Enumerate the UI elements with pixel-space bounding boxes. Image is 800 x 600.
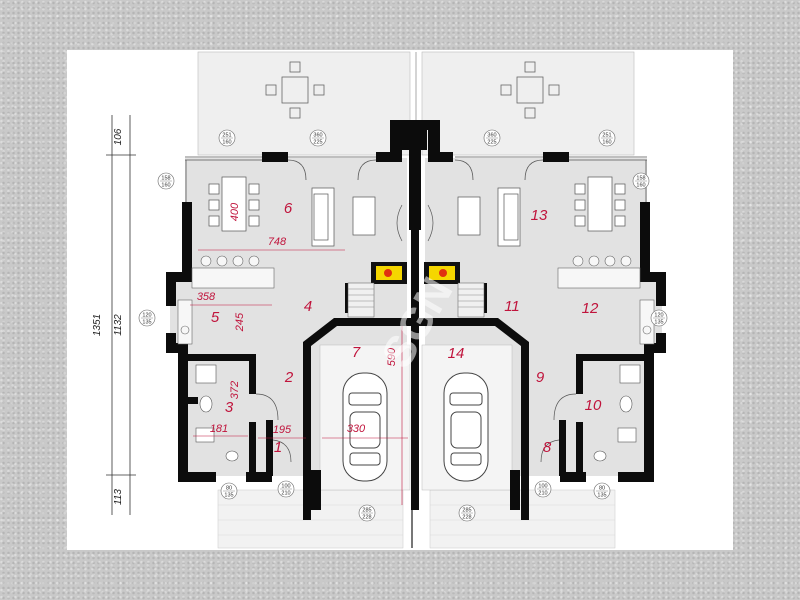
- opening-height: 228: [362, 515, 371, 521]
- dimension-label: 330: [347, 423, 366, 435]
- opening-labels: 2511603602253602252511601581601581601201…: [138, 129, 668, 522]
- vertical-dimension-label: 106: [113, 128, 124, 145]
- windows: [185, 156, 647, 202]
- vertical-dimension-labels: 106 1351 1132 113: [92, 128, 124, 505]
- opening-height: 228: [462, 515, 471, 521]
- opening-height: 210: [281, 491, 290, 497]
- dimension-label: 400: [229, 202, 241, 221]
- room-number-1: 1: [274, 439, 282, 456]
- opening-height: 135: [142, 320, 151, 326]
- opening-height: 160: [636, 183, 645, 189]
- opening-width: 360: [487, 133, 496, 139]
- room-number-4: 4: [304, 298, 312, 315]
- opening-width: 80: [226, 486, 232, 492]
- vertical-dimension-label: 1351: [92, 314, 103, 336]
- opening-width: 158: [161, 176, 170, 182]
- opening-height: 160: [161, 183, 170, 189]
- opening-width: 100: [281, 484, 290, 490]
- opening-height: 160: [222, 140, 231, 146]
- opening-width: 80: [599, 486, 605, 492]
- dining-set-left: [208, 176, 260, 232]
- vertical-dimension-label: 1132: [113, 314, 124, 336]
- opening-width: 158: [636, 176, 645, 182]
- dimension-label: 195: [273, 424, 292, 436]
- side-dimension-chain: [106, 115, 136, 515]
- car-right: [443, 372, 489, 482]
- living-furniture: [311, 187, 521, 247]
- room-number-10: 10: [585, 397, 602, 414]
- opening-height: 210: [538, 491, 547, 497]
- dining-set-right: [574, 176, 626, 232]
- room-number-3: 3: [225, 399, 234, 416]
- opening-width: 285: [362, 508, 371, 514]
- room-number-12: 12: [582, 300, 599, 317]
- bathroom-fixtures: [195, 364, 641, 462]
- opening-height: 225: [313, 140, 322, 146]
- doors: [255, 204, 577, 463]
- room-number-14: 14: [448, 345, 465, 362]
- dimension-label: 748: [268, 236, 287, 248]
- room-number-9: 9: [536, 369, 545, 386]
- walls: [166, 120, 666, 520]
- terrace-table-right: [500, 61, 560, 119]
- dimension-label: 181: [210, 423, 228, 435]
- opening-width: 100: [538, 484, 547, 490]
- room-number-6: 6: [284, 200, 293, 217]
- fireplace: [371, 262, 460, 284]
- opening-height: 135: [654, 320, 663, 326]
- room-number-8: 8: [543, 439, 552, 456]
- opening-width: 251: [602, 133, 611, 139]
- room-number-13: 13: [531, 207, 548, 224]
- opening-width: 120: [654, 313, 663, 319]
- dimension-lines: [190, 249, 408, 505]
- opening-height: 225: [487, 140, 496, 146]
- dimension-label: 245: [234, 312, 246, 332]
- dimension-label: 372: [229, 381, 241, 399]
- room-number-7: 7: [352, 344, 361, 361]
- room-number-11: 11: [504, 298, 520, 315]
- opening-width: 251: [222, 133, 231, 139]
- stairs: [347, 282, 485, 318]
- opening-height: 135: [597, 493, 606, 499]
- room-number-5: 5: [211, 309, 220, 326]
- car-left: [342, 372, 388, 482]
- opening-height: 135: [224, 493, 233, 499]
- room-labels: 6 5 4 7 2 3 1 13 11 12 14 9 10 8: [211, 200, 602, 456]
- room-number-2: 2: [284, 369, 294, 386]
- dimension-label: 358: [197, 291, 216, 303]
- opening-height: 160: [602, 140, 611, 146]
- vertical-dimension-label: 113: [113, 489, 124, 505]
- dimension-label: 590: [386, 347, 398, 366]
- opening-width: 285: [462, 508, 471, 514]
- terrace-table-left: [265, 61, 325, 119]
- opening-width: 120: [142, 313, 151, 319]
- opening-width: 360: [313, 133, 322, 139]
- kitchen-counters: [177, 255, 655, 345]
